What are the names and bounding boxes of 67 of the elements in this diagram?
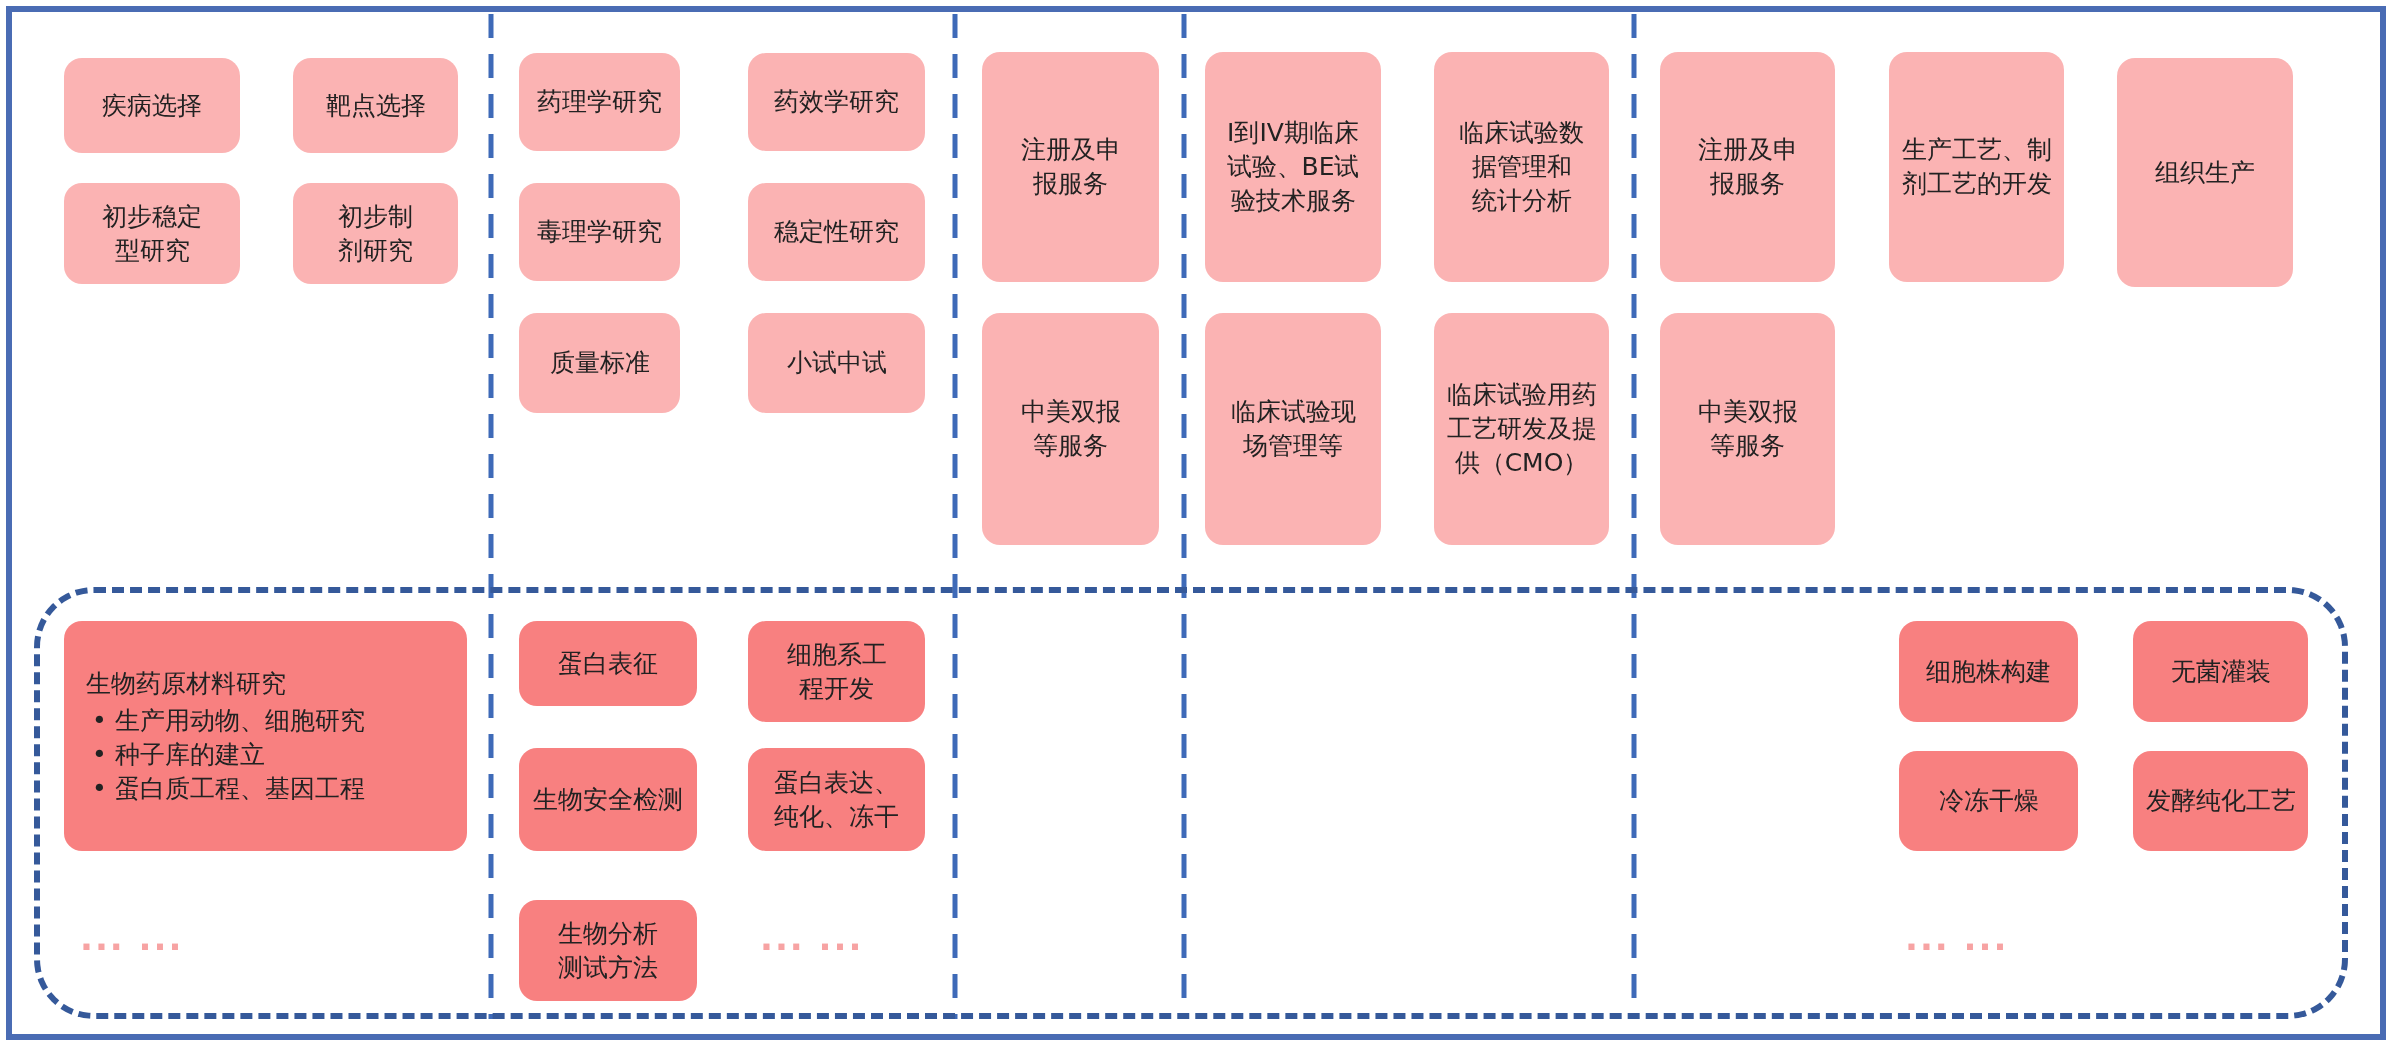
box-label: 疾病选择 — [102, 89, 202, 122]
bullet-item: • 蛋白质工程、基因工程 — [92, 772, 365, 805]
process-box — [293, 58, 458, 153]
process-box — [1434, 52, 1609, 282]
process-box — [1205, 52, 1381, 282]
box-label: 蛋白表达、纯化、冻干 — [773, 766, 900, 833]
process-box — [293, 183, 458, 284]
box-label: 中美双报等服务 — [1696, 396, 1799, 462]
process-box — [982, 313, 1159, 545]
box-label: 组织生产 — [2155, 156, 2255, 189]
box-label: 小试中试 — [786, 347, 887, 380]
box-label: 质量标准 — [549, 347, 650, 380]
box-label: 药理学研究 — [537, 86, 662, 119]
process-box — [1899, 751, 2078, 851]
box-label: 生物分析测试方法 — [557, 917, 659, 984]
box-label: 稳定性研究 — [774, 216, 899, 249]
box-label: 药效学研究 — [774, 86, 899, 119]
box-label: 毒理学研究 — [537, 216, 662, 249]
process-box — [64, 183, 240, 284]
box-label: 注册及申报服务 — [1019, 134, 1122, 200]
process-box — [1660, 313, 1835, 545]
process-box — [748, 183, 925, 281]
process-box — [1205, 313, 1381, 545]
process-box — [1660, 52, 1835, 282]
process-box — [519, 53, 680, 151]
box-label: 临床试验数据管理和统计分析 — [1458, 117, 1585, 217]
ellipsis-text: ... ... — [1905, 918, 2009, 958]
box-label: 临床试验现场管理等 — [1229, 396, 1357, 462]
bullet-item: • 种子库的建立 — [92, 739, 266, 771]
box-label: 生产工艺、制剂工艺的开发 — [1900, 134, 2053, 200]
process-box — [1434, 313, 1609, 545]
process-box — [519, 748, 697, 851]
process-box — [748, 621, 925, 722]
box-label: 细胞系工程开发 — [785, 638, 888, 705]
box-label: 注册及申报服务 — [1696, 134, 1799, 200]
box-label: 临床试验用药工艺研发及提供（CMO） — [1445, 379, 1598, 479]
box-label: 生物药原材料研究 — [86, 667, 287, 700]
box-label: 初步稳定型研究 — [101, 200, 203, 267]
box-label: I到IV期临床试验、BE试验技术服务 — [1225, 117, 1361, 217]
box-label: 冷冻干燥 — [1938, 785, 2039, 818]
box-label: 发酵纯化工艺 — [2145, 785, 2296, 818]
process-box — [2133, 621, 2308, 722]
process-box — [64, 621, 467, 851]
bullet-item: • 生产用动物、细胞研究 — [92, 705, 365, 738]
ellipsis-text: ... ... — [80, 918, 184, 958]
process-box — [982, 52, 1159, 282]
process-box — [519, 900, 697, 1001]
box-label: 初步制剂研究 — [337, 200, 414, 267]
process-box — [64, 58, 240, 153]
dashed-frame — [34, 587, 2348, 1019]
process-box — [519, 313, 680, 413]
box-label: 细胞株构建 — [1926, 655, 2051, 688]
process-box — [2133, 751, 2308, 851]
process-box — [748, 748, 925, 851]
box-label: 中美双报等服务 — [1019, 396, 1122, 462]
process-box — [748, 53, 925, 151]
process-box — [1899, 621, 2078, 722]
process-box — [1889, 52, 2064, 282]
process-box — [519, 183, 680, 281]
box-label: 蛋白表征 — [558, 647, 658, 680]
process-box — [519, 621, 697, 706]
ellipsis-text: ... ... — [760, 918, 864, 958]
box-label: 靶点选择 — [325, 89, 426, 122]
box-label: 无菌灌装 — [2170, 655, 2271, 688]
process-box — [2117, 58, 2293, 287]
box-label: 生物安全检测 — [533, 783, 683, 816]
process-box — [748, 313, 925, 413]
